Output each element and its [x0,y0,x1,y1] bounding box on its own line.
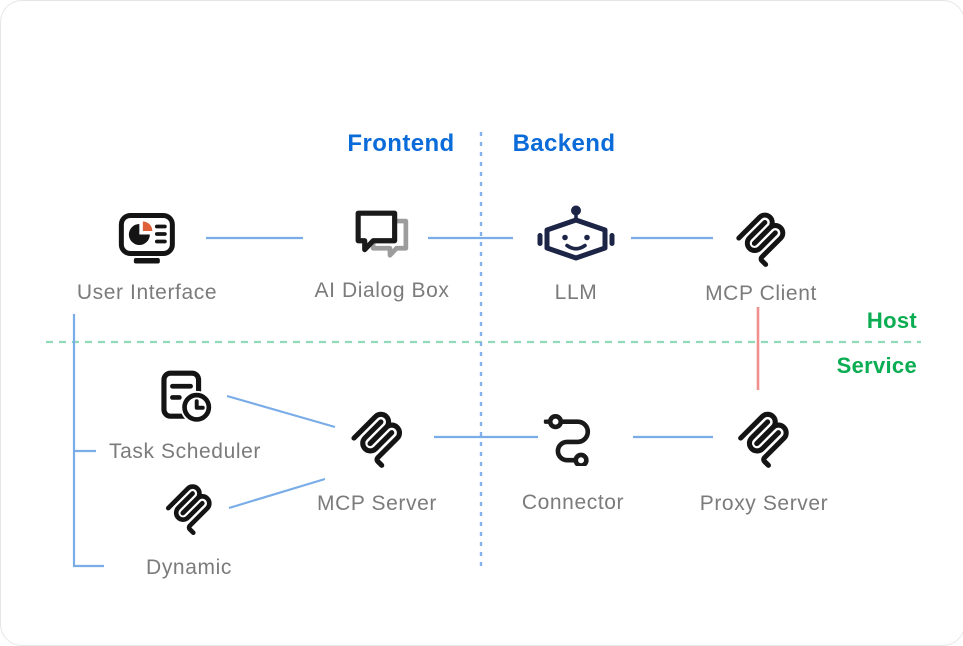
edge-taskscheduler-mcpserver [226,394,336,429]
node-connector: Connector [522,412,624,516]
route-icon [543,412,602,466]
chat-bubbles-icon [352,208,412,266]
node-label: Task Scheduler [109,440,261,463]
node-label: Dynamic [146,556,232,579]
node-ai-dialog-box: AI Dialog Box [314,208,449,304]
mcp-logo-icon [346,407,408,469]
node-mcp-server: MCP Server [317,407,437,517]
node-label: Connector [521,491,625,514]
monitor-chart-icon [116,207,178,269]
zone-label-host: Host [866,308,917,333]
mcp-logo-icon [733,407,795,469]
zone-label-backend: Backend [512,130,616,157]
node-label: MCP Client [705,282,817,305]
node-proxy-server: Proxy Server [700,407,829,517]
node-label: Proxy Server [699,492,829,515]
zone-label-service: Service [836,353,917,378]
edge-dynamic-mcpserver [228,477,326,510]
node-llm: LLM [537,204,615,306]
zone-label-frontend: Frontend [347,130,455,157]
node-user-interface: User Interface [77,207,217,306]
node-label: AI Dialog Box [314,279,450,302]
mcp-logo-icon [161,480,217,536]
node-task-scheduler: Task Scheduler [109,368,261,465]
node-mcp-client: MCP Client [705,208,817,307]
robot-icon [537,204,615,268]
node-label: User Interface [76,281,218,304]
edge-ui-bracket [72,314,104,568]
node-dynamic: Dynamic [146,480,232,581]
document-clock-icon [156,368,214,426]
node-label: LLM [554,281,598,304]
mcp-logo-icon [731,208,791,268]
node-label: MCP Server [317,492,437,515]
